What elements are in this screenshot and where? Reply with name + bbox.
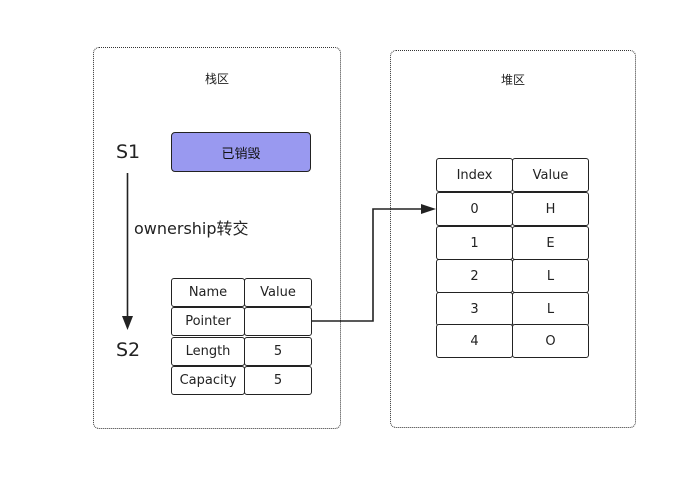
heap-region-title: 堆区 [500, 73, 525, 87]
stack-row-capacity-value: 5 [244, 366, 312, 395]
stack-row-length-value: 5 [244, 337, 312, 366]
heap-row-4-index: 4 [436, 324, 513, 358]
heap-row-4-value: O [512, 324, 589, 358]
heap-row-0-value: H [512, 192, 589, 226]
ownership-transfer-label: ownership转交 [134, 219, 249, 238]
heap-region: 堆区 [390, 50, 636, 428]
heap-header-value: Value [512, 158, 589, 192]
stack-row-length-name: Length [171, 337, 245, 366]
stack-header-name: Name [171, 278, 245, 307]
pointer-arrowhead [421, 204, 436, 214]
dropped-s1-box: 已销毁 [171, 132, 311, 172]
stack-header-value: Value [244, 278, 312, 307]
stack-row-pointer-value [244, 307, 312, 336]
stack-region: 栈区 [93, 47, 341, 429]
ownership-transfer-arrowhead [122, 316, 133, 330]
heap-row-2-value: L [512, 259, 589, 293]
stack-row-pointer-name: Pointer [171, 307, 245, 336]
pointer-arrow [312, 208, 422, 322]
stack-row-capacity-name: Capacity [171, 366, 245, 395]
stack-region-title: 栈区 [204, 72, 229, 86]
heap-row-1-index: 1 [436, 226, 513, 260]
dropped-label: 已销毁 [221, 146, 261, 162]
heap-row-3-value: L [512, 292, 589, 326]
s1-label: S1 [116, 141, 141, 163]
heap-row-0-index: 0 [436, 192, 513, 226]
s2-label: S2 [116, 339, 141, 361]
